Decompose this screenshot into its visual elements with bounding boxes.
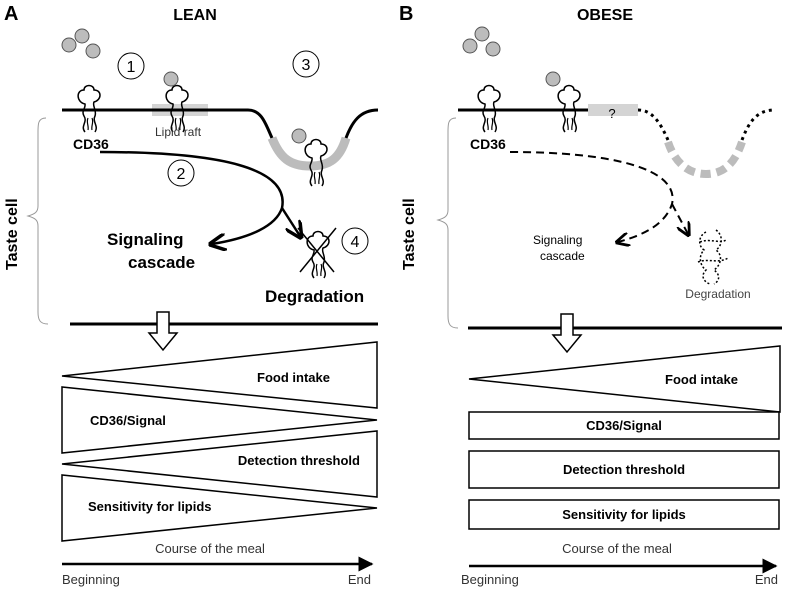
panel-letter-a: A — [4, 3, 18, 25]
step-4: 4 — [341, 227, 369, 255]
wedge-sensitivity — [61, 474, 378, 542]
wedge-cd36-signal — [61, 386, 378, 454]
cell-membrane — [62, 104, 379, 171]
panel-title-obese: OBESE — [577, 7, 633, 24]
step-2: 2 — [167, 159, 195, 187]
arrow-to-signaling — [99, 150, 284, 244]
label-food-intake: Food intake — [257, 370, 330, 385]
label-degradation: Degradation — [265, 287, 364, 306]
bound-lipid — [163, 71, 179, 87]
lipid-droplets-obese — [462, 26, 501, 57]
label-taste-cell: Taste cell — [4, 198, 21, 270]
axis-end: End — [348, 572, 371, 587]
label-sensitivity: Sensitivity for lipids — [88, 499, 212, 514]
label-signaling-obese-1: Signaling — [533, 233, 582, 247]
bar-cd36-signal-obese — [468, 411, 780, 440]
degraded-receptor — [297, 227, 337, 279]
cell-membrane-obese: ? — [458, 104, 775, 179]
label-food-intake-obese: Food intake — [665, 372, 738, 387]
down-arrow-obese — [551, 313, 583, 354]
degraded-receptor-obese — [697, 229, 729, 285]
label-cd36: CD36 — [73, 136, 109, 152]
axis-end-obese: End — [755, 572, 778, 587]
label-detection-threshold-obese: Detection threshold — [563, 462, 685, 477]
bound-lipid-obese — [545, 71, 561, 87]
label-signaling-2: cascade — [128, 253, 195, 272]
wedge-food-intake-obese — [468, 345, 781, 413]
down-arrow — [147, 311, 179, 352]
label-taste-cell-obese: Taste cell — [401, 198, 418, 270]
label-cd36-signal: CD36/Signal — [90, 413, 166, 428]
lipid-raft-obese — [588, 104, 638, 116]
arrow-to-signaling-obese — [509, 151, 674, 242]
bar-sensitivity-obese — [468, 499, 780, 530]
axis-start-obese: Beginning — [461, 572, 519, 587]
svg-text:4: 4 — [351, 234, 360, 251]
panel-obese: B OBESE ? CD36 Signaling cascade — [399, 3, 782, 587]
bound-lipid-internalized — [291, 128, 307, 144]
arrow-to-degradation — [280, 207, 300, 236]
panel-letter-b: B — [399, 3, 413, 25]
label-sensitivity-obese: Sensitivity for lipids — [562, 507, 686, 522]
panel-lean: A LEAN 1 3 2 4 — [4, 3, 379, 587]
axis-label-course-obese: Course of the meal — [562, 541, 672, 556]
svg-text:1: 1 — [127, 59, 136, 76]
taste-cell-brace — [26, 117, 49, 325]
step-3: 3 — [292, 50, 320, 78]
label-lipid-raft: Lipid raft — [155, 125, 202, 139]
wedge-detection-threshold — [61, 430, 378, 498]
arrow-to-degradation-obese — [671, 203, 688, 234]
panel-title-lean: LEAN — [173, 7, 217, 24]
svg-text:3: 3 — [302, 57, 311, 74]
label-question: ? — [608, 106, 615, 121]
step-1: 1 — [117, 52, 145, 80]
label-cd36-obese: CD36 — [470, 136, 506, 152]
label-degradation-obese: Degradation — [685, 287, 750, 301]
svg-text:2: 2 — [177, 166, 186, 183]
bar-detection-threshold-obese — [468, 450, 780, 489]
label-cd36-signal-obese: CD36/Signal — [586, 418, 662, 433]
taste-cell-brace-obese — [436, 117, 459, 329]
lipid-droplets — [61, 28, 101, 59]
label-signaling-1: Signaling — [107, 230, 184, 249]
axis-label-course: Course of the meal — [155, 541, 265, 556]
label-detection-threshold: Detection threshold — [238, 453, 360, 468]
axis-start: Beginning — [62, 572, 120, 587]
label-signaling-obese-2: cascade — [540, 249, 585, 263]
wedge-food-intake — [61, 341, 378, 409]
